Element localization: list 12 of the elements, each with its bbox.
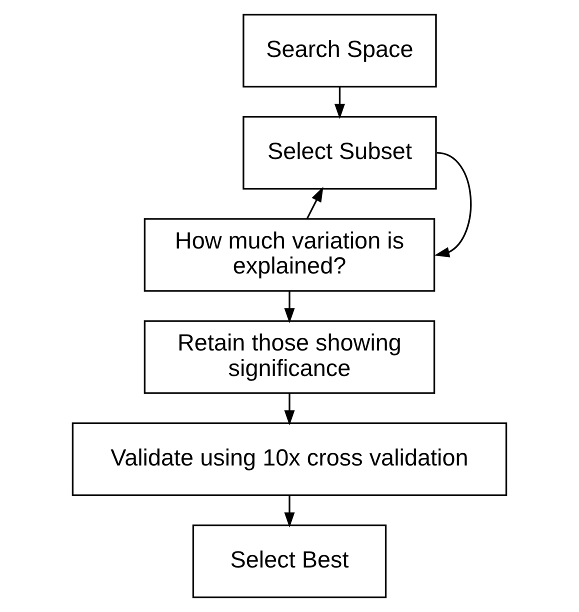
node-box: How much variation is explained? <box>144 218 436 292</box>
node-box: Retain those showing significance <box>144 320 436 394</box>
arrow <box>306 186 324 219</box>
arrow <box>284 495 295 528</box>
arrow <box>284 291 295 324</box>
arrow <box>284 393 295 426</box>
node-box: Select Best <box>192 524 387 598</box>
arrow <box>334 86 345 119</box>
node-box: Search Space <box>242 14 437 88</box>
node-box: Validate using 10x cross validation <box>72 422 508 496</box>
node-box: Select Subset <box>242 116 437 190</box>
arrow <box>434 152 472 258</box>
